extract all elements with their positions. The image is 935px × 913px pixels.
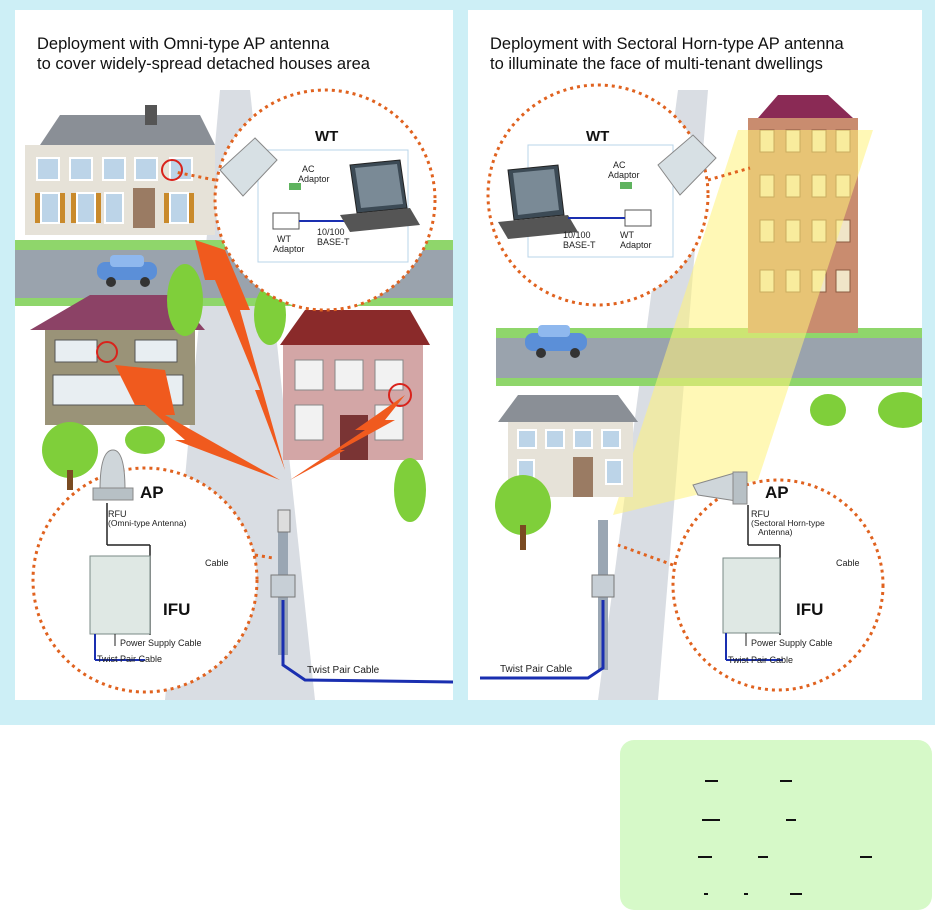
trees	[495, 392, 922, 535]
wt-adaptor-icon	[272, 212, 300, 230]
twist-pair-cable-small-label: Twist Pair Cable	[728, 655, 793, 665]
twist-pair-cable-small-label: Twist Pair Cable	[97, 654, 162, 664]
house-top-left	[25, 105, 215, 235]
omni-title-line-2: to cover widely-spread detached houses a…	[37, 55, 370, 73]
car	[97, 255, 157, 287]
omni-title-line-1: Deployment with Omni-type AP antenna	[37, 35, 330, 53]
note-box	[620, 740, 932, 910]
ac-adaptor-icon	[620, 182, 632, 189]
ac-adaptor-label-2: Adaptor	[298, 174, 330, 184]
omni-antenna-icon	[92, 449, 134, 501]
laptop-icon	[498, 164, 578, 239]
ac-adaptor-icon	[289, 183, 301, 190]
twist-pair-cable-line	[480, 600, 605, 680]
diagram-frame: WT AC Adaptor WT Adaptor 10/100 BASE-T	[0, 0, 935, 725]
wt-antenna-icon	[657, 134, 717, 196]
house-small	[498, 395, 638, 497]
wt-adaptor-label-1: WT	[620, 230, 634, 240]
cable-label: Cable	[205, 558, 229, 568]
rfu-type-label: (Omni-type Antenna)	[108, 518, 187, 528]
signal-bolts	[115, 240, 405, 480]
ap-highlight-circle	[96, 341, 118, 363]
sectoral-deployment-panel: WT AC Adaptor 10/100 BASE-T WT Adaptor	[468, 10, 922, 700]
wt-header: WT	[315, 128, 338, 145]
ifu-header: IFU	[796, 600, 823, 619]
note-box-marks	[698, 780, 872, 895]
wt-adaptor-label-2: Adaptor	[620, 240, 652, 250]
wt-highlight-circle-2	[388, 383, 412, 407]
wt-adaptor-label-2: Adaptor	[273, 244, 305, 254]
ap-header: AP	[140, 483, 164, 502]
car	[525, 325, 587, 358]
omni-deployment-panel: WT AC Adaptor WT Adaptor 10/100 BASE-T	[15, 10, 453, 700]
ifu-header: IFU	[163, 600, 190, 619]
trees	[42, 264, 426, 522]
twist-pair-cable-label: Twist Pair Cable	[500, 664, 573, 675]
laptop-icon	[340, 159, 420, 232]
omni-deployment-illustration: WT AC Adaptor WT Adaptor 10/100 BASE-T	[15, 88, 453, 700]
ap-pole	[270, 509, 453, 684]
ac-adaptor-label-1: AC	[302, 164, 315, 174]
twist-pair-cable-label: Twist Pair Cable	[307, 665, 380, 676]
wt-callout: WT AC Adaptor 10/100 BASE-T WT Adaptor	[486, 83, 751, 307]
base-t-label-1: 10/100	[317, 227, 345, 237]
sectoral-panel-title: Deployment with Sectoral Horn-type AP an…	[490, 34, 844, 74]
ac-adaptor-label-2: Adaptor	[608, 170, 640, 180]
wt-antenna-icon	[219, 137, 278, 197]
ifu-box-icon	[722, 557, 781, 634]
wt-adaptor-label-1: WT	[277, 234, 291, 244]
power-supply-cable-label: Power Supply Cable	[751, 638, 833, 648]
rfu-type-label: (Sectoral Horn-type	[751, 518, 825, 528]
base-t-label-2: BASE-T	[317, 237, 350, 247]
sectoral-title-line-2: to illuminate the face of multi-tenant d…	[490, 55, 823, 73]
sector-beam	[613, 130, 873, 515]
ap-header: AP	[765, 483, 789, 502]
rfu-label: RFU	[751, 509, 770, 519]
sectoral-deployment-illustration: WT AC Adaptor 10/100 BASE-T WT Adaptor	[480, 83, 922, 700]
base-t-label-1: 10/100	[563, 230, 591, 240]
base-t-label-2: BASE-T	[563, 240, 596, 250]
ap-ifu-callout: AP RFU (Sectoral Horn-type Antenna) Cabl…	[617, 471, 885, 692]
ap-pole	[480, 520, 615, 680]
wt-highlight-circle	[161, 159, 183, 181]
rfu-label: RFU	[108, 509, 127, 519]
ac-adaptor-label-1: AC	[613, 160, 626, 170]
wt-callout: WT AC Adaptor WT Adaptor 10/100 BASE-T	[174, 88, 437, 312]
power-supply-cable-label: Power Supply Cable	[120, 638, 202, 648]
wt-header: WT	[586, 128, 609, 145]
rfu-type-label-2: Antenna)	[758, 527, 793, 537]
twist-pair-cable-line	[281, 600, 453, 684]
cable-label: Cable	[836, 558, 860, 568]
ifu-box-icon	[89, 555, 151, 635]
sectoral-title-line-1: Deployment with Sectoral Horn-type AP an…	[490, 35, 844, 53]
wt-adaptor-icon	[624, 209, 652, 227]
ap-ifu-callout: AP RFU (Omni-type Antenna) Cable IFU Pow…	[31, 449, 274, 694]
horn-antenna-icon	[692, 471, 748, 505]
omni-panel-title: Deployment with Omni-type AP antenna to …	[37, 34, 370, 74]
